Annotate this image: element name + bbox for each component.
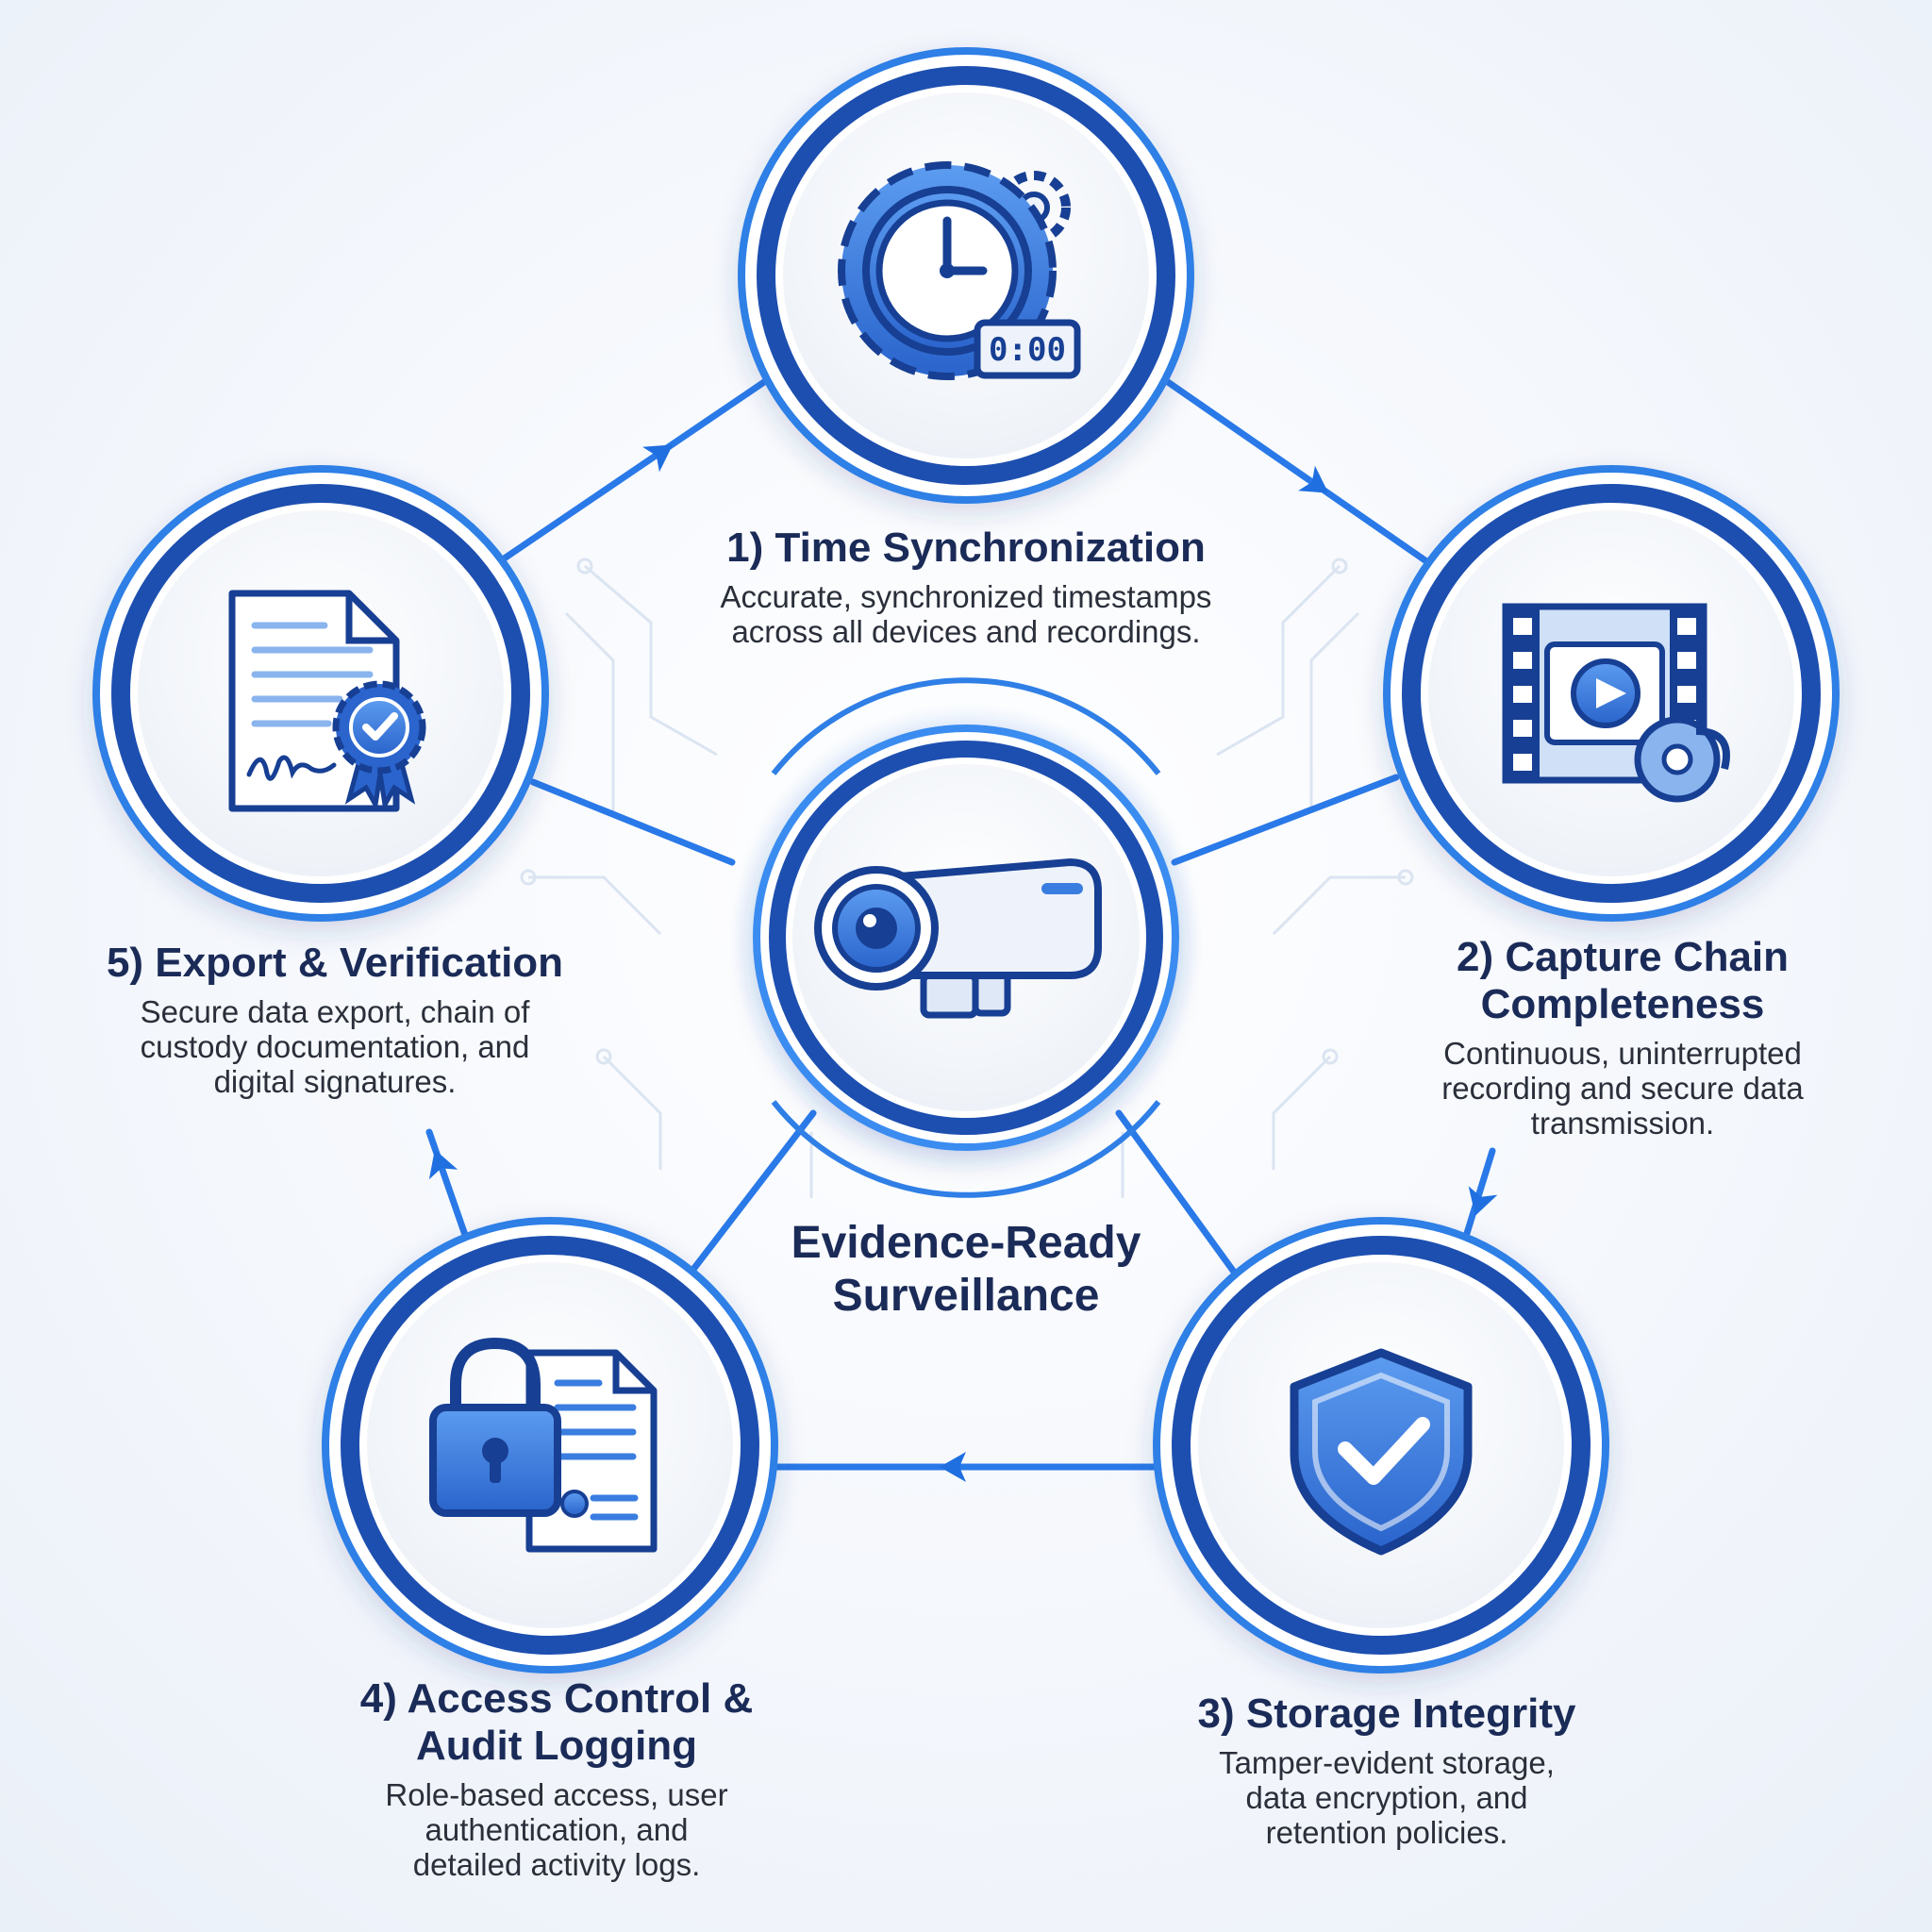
- step-1-node: 0:00: [738, 47, 1194, 504]
- arrowhead-3-to-4: [940, 1452, 966, 1482]
- padlock-document-icon: [429, 1337, 658, 1553]
- center-title: Evidence-Ready Surveillance: [791, 1218, 1141, 1321]
- spoke-to-step-2: [1171, 774, 1400, 866]
- film-reel-play-icon: [1502, 603, 1730, 803]
- arrowhead-2-to-3: [1468, 1186, 1498, 1216]
- step-3-node: [1153, 1217, 1609, 1674]
- step-4-description: Role-based access, user authentication, …: [385, 1777, 728, 1882]
- center-outer-arc-bottom: [771, 1100, 1161, 1198]
- step-3-description: Tamper-evident storage, data encryption,…: [1219, 1745, 1555, 1850]
- step-4-node: [322, 1217, 778, 1674]
- certificate-document-icon: [228, 590, 426, 812]
- spoke-to-step-3: [1115, 1109, 1247, 1289]
- step-2-label: 2) Capture Chain Completeness Continuous…: [1358, 934, 1887, 1141]
- step-1-label: 1) Time Synchronization Accurate, synchr…: [636, 525, 1296, 649]
- cycle-arrowheads: [428, 444, 1498, 1482]
- clock-gear-icon: 0:00: [838, 161, 1081, 380]
- connector-1-to-2: [1164, 378, 1433, 567]
- step-1-title: 1) Time Synchronization: [726, 525, 1206, 571]
- security-camera-icon: [814, 858, 1102, 1019]
- center-outer-arc: [771, 677, 1161, 775]
- step-2-title: 2) Capture Chain Completeness: [1456, 934, 1790, 1027]
- shield-check-icon: [1290, 1348, 1473, 1556]
- arrowhead-4-to-5: [428, 1149, 458, 1180]
- spoke-lines: [529, 774, 1400, 1289]
- signature-scribble: [246, 755, 337, 781]
- spoke-to-step-4: [685, 1109, 817, 1279]
- arrowhead-5-to-1: [642, 444, 674, 473]
- step-5-node: [92, 465, 549, 922]
- circuit-traces-decoration: [520, 558, 1414, 1198]
- center-node: [730, 677, 1202, 1198]
- clock-readout: 0:00: [989, 331, 1066, 369]
- step-3-label: 3) Storage Integrity Tamper-evident stor…: [1104, 1690, 1670, 1850]
- connector-5-to-1: [496, 378, 768, 565]
- step-3-title: 3) Storage Integrity: [1197, 1690, 1576, 1737]
- step-4-title: 4) Access Control & Audit Logging: [359, 1675, 754, 1769]
- step-4-label: 4) Access Control & Audit Logging Role-b…: [283, 1675, 830, 1882]
- step-5-description: Secure data export, chain of custody doc…: [140, 994, 530, 1099]
- step-1-description: Accurate, synchronized timestamps across…: [720, 579, 1212, 649]
- step-5-title: 5) Export & Verification: [106, 940, 564, 986]
- step-2-description: Continuous, uninterrupted recording and …: [1441, 1036, 1804, 1141]
- arrowhead-1-to-2: [1298, 465, 1329, 493]
- spoke-to-step-5: [529, 778, 736, 866]
- step-2-node: [1383, 465, 1840, 922]
- step-5-label: 5) Export & Verification Secure data exp…: [57, 940, 613, 1099]
